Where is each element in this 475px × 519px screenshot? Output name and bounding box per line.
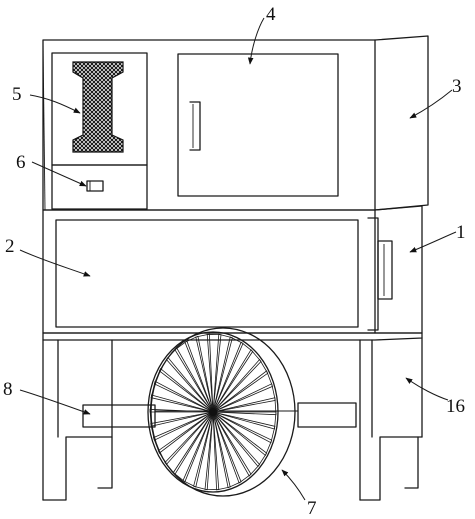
lower-frame [42, 332, 423, 501]
fan-blade [212, 411, 277, 430]
fan-blade [212, 349, 262, 413]
fan-blade [212, 411, 273, 457]
fan-blade [212, 336, 244, 413]
fan-blade [204, 411, 220, 491]
fan-blade [165, 347, 214, 413]
switch-button [86, 180, 104, 192]
label-16: 16 [446, 396, 465, 417]
fan-blade [212, 411, 261, 477]
fan-blade [158, 356, 214, 413]
fan-blade [212, 370, 274, 413]
door-handle [189, 101, 201, 151]
fan-blade [212, 333, 233, 413]
fan-blade [212, 411, 268, 468]
fan-blade [212, 397, 277, 416]
label-7: 7 [307, 498, 317, 519]
fan-blade [206, 333, 222, 413]
filter-cartridge [72, 61, 124, 153]
middle-housing [42, 205, 423, 334]
fan-blade [195, 333, 214, 413]
fan-blade [193, 411, 214, 491]
label-1: 1 [456, 222, 466, 243]
fan-blade [212, 411, 252, 484]
label-4: 4 [266, 4, 276, 25]
drive-shaft [82, 402, 357, 428]
callout-labels: 4 5 6 3 2 1 8 16 7 [3, 4, 466, 519]
fan-blade [149, 394, 214, 413]
fan-blades [149, 333, 277, 491]
fan-blade [212, 411, 242, 489]
fan-blade [212, 383, 276, 413]
filter-compartment [51, 52, 148, 210]
fan-blade [150, 411, 214, 441]
label-5: 5 [12, 84, 22, 105]
fan-blade [157, 411, 214, 466]
fan-blade [149, 408, 214, 427]
fan-blade [212, 341, 254, 413]
leader-lines [19, 17, 457, 501]
fan-blade [212, 358, 269, 413]
fan-blade [150, 380, 214, 413]
fan-blade [212, 411, 231, 491]
label-6: 6 [16, 152, 26, 173]
label-8: 8 [3, 379, 13, 400]
fan-blade [212, 411, 276, 444]
label-3: 3 [452, 76, 462, 97]
fan-blade [182, 411, 214, 488]
fan-blade [184, 335, 214, 413]
front-door [177, 53, 339, 197]
fan-wheel [147, 327, 296, 497]
fan-blade [172, 411, 214, 483]
fan-blade [164, 411, 214, 475]
fan-blade [174, 340, 214, 413]
side-handle [377, 240, 393, 300]
label-2: 2 [5, 236, 15, 257]
fan-blade [152, 411, 214, 454]
fan-blade [153, 367, 214, 413]
